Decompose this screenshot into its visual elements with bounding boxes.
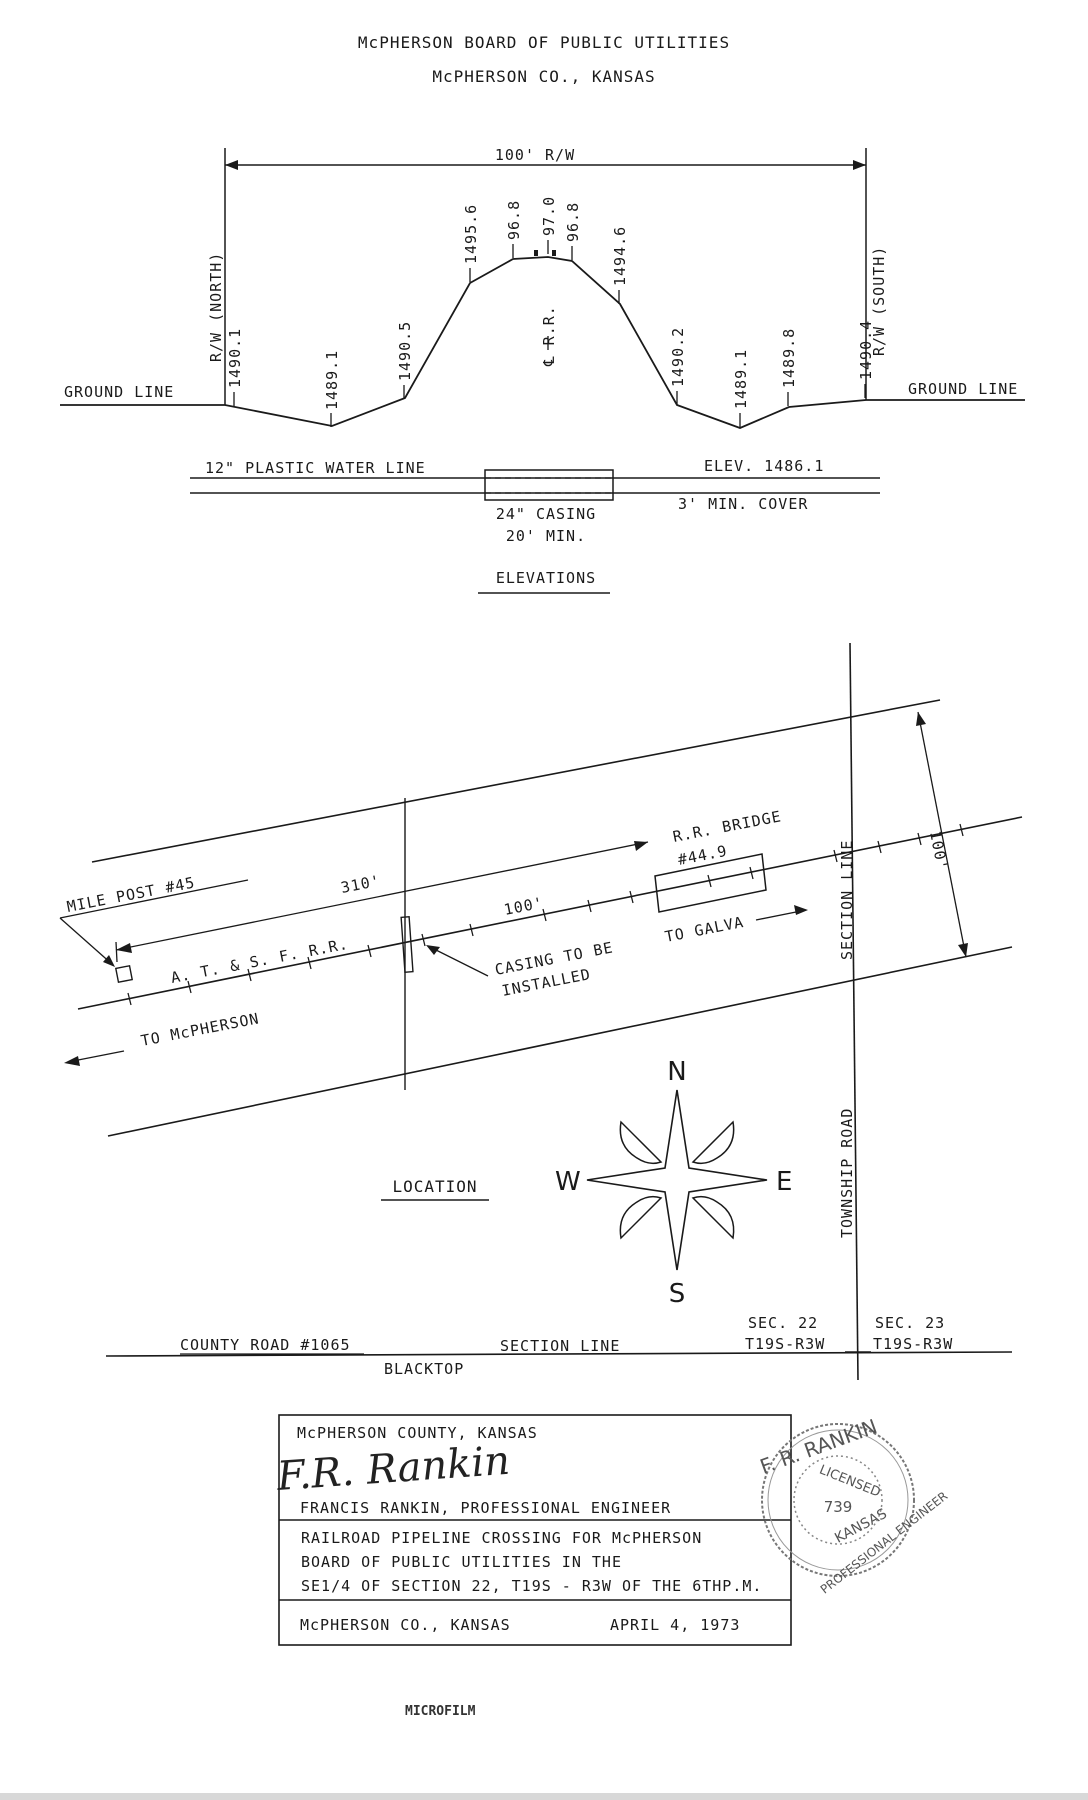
casing-label-1: 24" CASING bbox=[496, 505, 596, 523]
compass-south: S bbox=[669, 1279, 686, 1309]
ground-line-right: GROUND LINE bbox=[908, 380, 1018, 398]
title-block: McPHERSON COUNTY, KANSAS F.R. Rankin FRA… bbox=[274, 1414, 792, 1646]
row-boundary-south bbox=[107, 946, 1013, 1137]
bridge-label-1: R.R. BRIDGE bbox=[671, 807, 783, 846]
casing-box bbox=[484, 469, 614, 501]
elev-1489-1-left: 1489.1 bbox=[323, 350, 341, 410]
engineer-seal: F. R. RANKIN LICENSED 739 KANSAS PROFESS… bbox=[757, 1414, 951, 1596]
header-line1: McPHERSON BOARD OF PUBLIC UTILITIES bbox=[358, 33, 730, 52]
elev-96-8-left: 96.8 bbox=[505, 200, 523, 240]
ground-profile bbox=[60, 256, 1025, 429]
seal-number: 739 bbox=[824, 1498, 853, 1516]
bridge-label-2: #44.9 bbox=[676, 842, 729, 869]
rw-arrow-left bbox=[225, 160, 238, 170]
rw-arrow-right bbox=[853, 160, 866, 170]
title-desc-3: SE1/4 OF SECTION 22, T19S - R3W OF THE 6… bbox=[301, 1577, 762, 1595]
rail-marker-left bbox=[534, 250, 538, 256]
dist-310-label: 310' bbox=[339, 872, 382, 897]
ground-line-left: GROUND LINE bbox=[64, 383, 174, 401]
seal-top: F. R. RANKIN bbox=[757, 1414, 880, 1478]
mile-post-leader bbox=[59, 879, 249, 919]
rr-bridge bbox=[654, 853, 767, 913]
water-line-label: 12" PLASTIC WATER LINE bbox=[205, 459, 426, 477]
rw-south-label: R/W (SOUTH) bbox=[870, 246, 888, 356]
mile-post-label: MILE POST #45 bbox=[65, 873, 196, 916]
title-county: McPHERSON COUNTY, KANSAS bbox=[297, 1424, 538, 1442]
elev-1494-6: 1494.6 bbox=[611, 226, 629, 286]
header-line2: McPHERSON CO., KANSAS bbox=[432, 67, 655, 86]
blacktop-label: BLACKTOP bbox=[384, 1360, 464, 1378]
compass-rose: N S E W bbox=[555, 1057, 792, 1309]
casing-label-2: 20' MIN. bbox=[506, 527, 586, 545]
sec22-line1: SEC. 22 bbox=[748, 1314, 818, 1332]
seal-licensed: LICENSED bbox=[817, 1463, 882, 1501]
row-boundary-north bbox=[91, 699, 941, 863]
mile-post-marker bbox=[114, 964, 134, 984]
rw-width-label: 100' R/W bbox=[495, 146, 575, 164]
signature: F.R. Rankin bbox=[274, 1438, 511, 1500]
title-block-frame bbox=[278, 1414, 792, 1646]
compass-north: N bbox=[667, 1057, 686, 1087]
casing-marker bbox=[400, 916, 414, 973]
casing-note-leader bbox=[427, 945, 489, 977]
elev-1490-1: 1490.1 bbox=[226, 328, 244, 388]
title-desc-2: BOARD OF PUBLIC UTILITIES IN THE bbox=[301, 1553, 622, 1571]
railroad-centerline bbox=[77, 816, 1023, 1010]
elev-1489-8: 1489.8 bbox=[780, 328, 798, 388]
compass-west: W bbox=[555, 1167, 581, 1197]
sec22-line2: T19S-R3W bbox=[745, 1335, 825, 1353]
county-road-label: COUNTY ROAD #1065 bbox=[180, 1336, 351, 1354]
location-title: LOCATION bbox=[392, 1177, 477, 1196]
elev-1490-5: 1490.5 bbox=[396, 321, 414, 381]
dist-310-line bbox=[115, 841, 649, 951]
compass-east: E bbox=[776, 1167, 792, 1197]
elev-1490-2: 1490.2 bbox=[669, 327, 687, 387]
title-engineer: FRANCIS RANKIN, PROFESSIONAL ENGINEER bbox=[300, 1499, 671, 1517]
rw-north-label: R/W (NORTH) bbox=[207, 252, 225, 362]
row-dimension bbox=[917, 711, 967, 958]
cover-label: 3' MIN. COVER bbox=[678, 495, 808, 513]
title-date: APRIL 4, 1973 bbox=[610, 1616, 740, 1634]
elevation-leaders bbox=[233, 240, 866, 427]
section-line-vertical bbox=[849, 642, 859, 1381]
rail-marker-right bbox=[552, 250, 556, 256]
section-line-vertical-label: SECTION LINE bbox=[838, 840, 856, 960]
elev-97-0: 97.0 bbox=[540, 196, 558, 236]
elevation-profile: 100' R/W 1490.1 1489.1 1490.5 1495.6 96. bbox=[60, 146, 1025, 594]
railroad-label: A. T. & S. F. R.R. bbox=[169, 935, 350, 987]
microfilm-stamp: MICROFILM bbox=[405, 1704, 476, 1719]
section-line-label: SECTION LINE bbox=[500, 1337, 620, 1355]
elev-96-8-right: 96.8 bbox=[564, 202, 582, 242]
railroad-ticks bbox=[127, 823, 964, 1006]
title-desc-1: RAILROAD PIPELINE CROSSING FOR McPHERSON bbox=[301, 1529, 702, 1547]
centerline-label: ℄ R.R. bbox=[540, 305, 558, 367]
sec23-line1: SEC. 23 bbox=[875, 1314, 945, 1332]
elev-1489-1-right: 1489.1 bbox=[732, 349, 750, 409]
sec23-line2: T19S-R3W bbox=[873, 1335, 953, 1353]
to-mcpherson-label: TO McPHERSON bbox=[139, 1009, 261, 1050]
to-galva-label: TO GALVA bbox=[663, 913, 745, 946]
elev-1490-4: 1490.4 bbox=[857, 320, 875, 380]
row-dimension-label: 100' bbox=[926, 829, 951, 872]
bottom-shadow bbox=[0, 1793, 1088, 1800]
elev-1495-6: 1495.6 bbox=[462, 204, 480, 264]
elev-label: ELEV. 1486.1 bbox=[704, 457, 824, 475]
location-plan: 100' MILE POST #45 310' 100' R.R. BRIDGE… bbox=[59, 642, 1023, 1381]
title-place: McPHERSON CO., KANSAS bbox=[300, 1616, 511, 1634]
township-road-label: TOWNSHIP ROAD bbox=[838, 1108, 856, 1238]
elevations-title: ELEVATIONS bbox=[496, 569, 596, 587]
